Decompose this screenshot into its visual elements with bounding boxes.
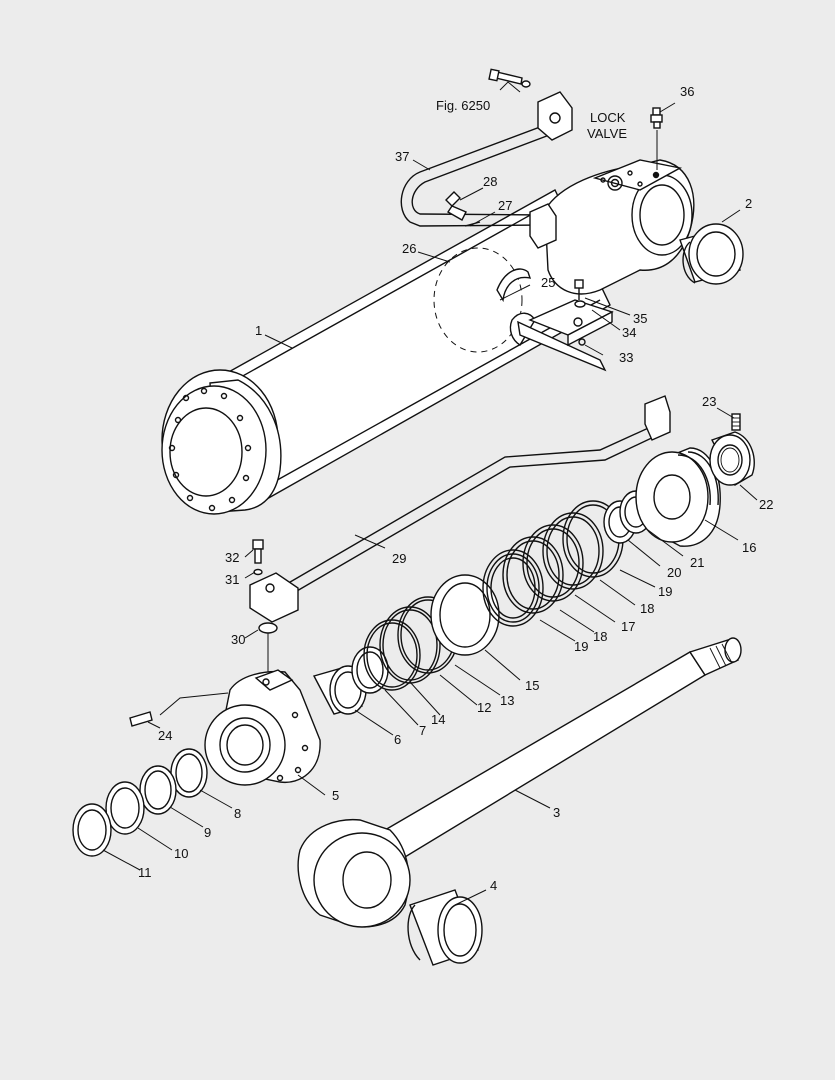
callout-24: 24 bbox=[158, 728, 172, 743]
callout-29: 29 bbox=[392, 551, 406, 566]
callout-11: 11 bbox=[138, 865, 152, 880]
callout-labels: 1 2 3 4 5 6 7 8 9 10 11 12 13 14 15 16 1… bbox=[138, 84, 773, 893]
clamp-band bbox=[496, 268, 532, 303]
leader-lines bbox=[102, 81, 758, 906]
seal-10 bbox=[105, 781, 145, 835]
callout-5: 5 bbox=[332, 788, 339, 803]
bushing-4 bbox=[407, 889, 483, 966]
callout-34: 34 bbox=[622, 325, 636, 340]
callout-2: 2 bbox=[745, 196, 752, 211]
callout-33: 33 bbox=[619, 350, 633, 365]
callout-19a: 19 bbox=[574, 639, 588, 654]
ring-15 bbox=[430, 574, 500, 656]
callout-32: 32 bbox=[225, 550, 239, 565]
bolt-28 bbox=[445, 191, 467, 221]
callout-31: 31 bbox=[225, 572, 239, 587]
clamp-outline bbox=[433, 247, 523, 353]
callout-30: 30 bbox=[231, 632, 245, 647]
callout-26: 26 bbox=[402, 241, 416, 256]
callout-19b: 19 bbox=[658, 584, 672, 599]
callout-4: 4 bbox=[490, 878, 497, 893]
callout-7: 7 bbox=[419, 723, 426, 738]
callout-14: 14 bbox=[431, 712, 445, 727]
pipe-29 bbox=[249, 395, 671, 623]
bolt-32 bbox=[252, 539, 264, 576]
pipe-37 bbox=[400, 91, 573, 249]
callout-1: 1 bbox=[255, 323, 262, 338]
callout-12: 12 bbox=[477, 700, 491, 715]
ring-12 bbox=[379, 606, 441, 684]
callout-28: 28 bbox=[483, 174, 497, 189]
o-ring-30 bbox=[258, 622, 278, 634]
lock-valve-label-line2: VALVE bbox=[587, 126, 627, 141]
screw-fig6250 bbox=[488, 68, 531, 88]
callout-23: 23 bbox=[702, 394, 716, 409]
cylinder-tube bbox=[161, 189, 611, 515]
gland-5 bbox=[159, 669, 321, 786]
callout-25: 25 bbox=[541, 275, 555, 290]
callout-13: 13 bbox=[500, 693, 514, 708]
screw-24 bbox=[129, 711, 153, 727]
callout-16: 16 bbox=[742, 540, 756, 555]
set-screw-23 bbox=[731, 413, 741, 431]
callout-27: 27 bbox=[498, 198, 512, 213]
callout-36: 36 bbox=[680, 84, 694, 99]
flange-bolt-holes bbox=[168, 387, 252, 512]
callout-3: 3 bbox=[553, 805, 560, 820]
callout-35: 35 bbox=[633, 311, 647, 326]
callout-18b: 18 bbox=[640, 601, 654, 616]
callout-21: 21 bbox=[690, 555, 704, 570]
callout-18a: 18 bbox=[593, 629, 607, 644]
callout-37: 37 bbox=[395, 149, 409, 164]
ring-14 bbox=[363, 619, 421, 691]
cylinder-rear-eye bbox=[544, 159, 695, 295]
bushing-2 bbox=[679, 223, 744, 285]
support-bracket bbox=[517, 299, 614, 372]
callout-8: 8 bbox=[234, 806, 241, 821]
callout-9: 9 bbox=[204, 825, 211, 840]
pin-27 bbox=[464, 221, 481, 227]
figure-ref-label: Fig. 6250 bbox=[436, 98, 490, 113]
callout-10: 10 bbox=[174, 846, 188, 861]
callout-20: 20 bbox=[667, 565, 681, 580]
grease-nipple-36 bbox=[650, 107, 663, 129]
callout-15: 15 bbox=[525, 678, 539, 693]
piston-16 bbox=[635, 447, 721, 547]
seal-11 bbox=[72, 803, 112, 857]
seal-19a bbox=[482, 549, 544, 627]
seal-9 bbox=[139, 765, 177, 815]
callout-6: 6 bbox=[394, 732, 401, 747]
bolt-35 bbox=[574, 279, 586, 308]
piston-rod-3 bbox=[297, 637, 742, 928]
lock-valve-label-line1: LOCK bbox=[590, 110, 626, 125]
callout-22: 22 bbox=[759, 497, 773, 512]
nut-22 bbox=[709, 431, 755, 486]
callout-17: 17 bbox=[621, 619, 635, 634]
